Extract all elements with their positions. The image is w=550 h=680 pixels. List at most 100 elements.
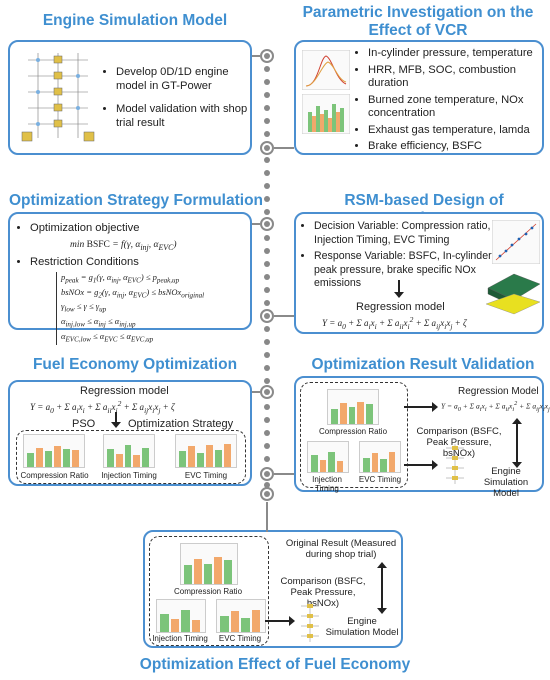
mini-chart-bar	[194, 558, 202, 584]
connector-dot	[264, 274, 270, 280]
rsm-scatter-plot	[492, 220, 540, 264]
connector-dot	[264, 404, 270, 410]
fe-chart-injection	[103, 434, 155, 468]
effect-original-result: Original Result (Measured during shop tr…	[285, 538, 397, 560]
effect-chart-compression	[180, 543, 238, 585]
objective-equation: min BSFC = f(γ, αinj, αEVC)	[70, 240, 177, 252]
effect-label-injection: Injection Timing	[152, 634, 208, 643]
effect-right-arrow	[265, 620, 291, 622]
mini-chart-bar	[45, 451, 52, 467]
validation-panel: Compression Ratio Injection Timing EVC T…	[294, 376, 550, 499]
connector-dot	[264, 378, 270, 384]
mini-chart-bar	[197, 452, 204, 467]
connector-node	[260, 487, 274, 501]
connector-dot	[264, 157, 270, 163]
validation-title: Optimization Result Validation	[311, 356, 535, 373]
val-label-injection: Injection Timing	[312, 475, 342, 493]
connector-dot	[264, 482, 270, 488]
mini-chart-bar	[170, 619, 179, 632]
connector-dot	[264, 66, 270, 72]
connector-dot	[264, 131, 270, 137]
mini-chart-bar	[388, 451, 395, 472]
mini-chart-bar	[319, 460, 326, 472]
effect-engine-model: Engine Simulation Model	[325, 616, 399, 638]
connector-node	[260, 309, 274, 323]
val-label-evc: EVC Timing	[358, 475, 402, 484]
effect-label-evc: EVC Timing	[218, 634, 262, 643]
connector-dot	[264, 456, 270, 462]
val-engine-diagram	[446, 444, 464, 484]
connector-stub	[252, 55, 260, 57]
engine-sim-bullet-2: Model validation with shop trial result	[116, 103, 261, 130]
mini-chart-bar	[214, 556, 222, 584]
val-chart-injection	[307, 441, 349, 473]
connector-dot	[264, 209, 270, 215]
rsm-down-arrow	[398, 280, 400, 294]
opt-strategy-title: Optimization Strategy Formulation	[8, 192, 264, 209]
restriction-equations: ppeak = g1(γ, αinj, αEVC) ≤ ppeak,up bsN…	[56, 272, 204, 346]
connector-stub	[252, 223, 260, 225]
effect-vertical-arrow	[381, 568, 383, 608]
mini-chart-bar	[206, 444, 213, 467]
parametric-bullet-4: Exhaust gas temperature, lamda	[368, 124, 550, 138]
mini-chart-bar	[184, 565, 192, 584]
mini-chart-bar	[181, 609, 190, 632]
connector-dot	[264, 261, 270, 267]
mini-chart-bar	[336, 461, 343, 472]
mini-chart-bar	[160, 613, 169, 632]
objective-label: Optimization objective	[30, 222, 260, 236]
effect-engine-diagram	[301, 602, 319, 642]
effect-panel: Compression Ratio Injection Timing EVC T…	[143, 530, 403, 648]
response-surface-plot	[485, 273, 541, 315]
effect-right-arrow-head	[289, 616, 295, 626]
connector-dot	[264, 417, 270, 423]
mini-chart-bar	[215, 450, 222, 467]
effect-charts-group: Compression Ratio Injection Timing EVC T…	[149, 536, 269, 646]
connector-dot	[264, 170, 270, 176]
val-label-compression: Compression Ratio	[318, 427, 388, 436]
rsm-bullet-1: Decision Variable: Compression ratio, In…	[314, 220, 499, 247]
restriction-label: Restriction Conditions	[30, 256, 260, 270]
rsm-down-arrow-head	[394, 292, 404, 298]
fuel-economy-panel: Regression model Y = a0 + Σ aixi + Σ aii…	[8, 380, 252, 486]
mini-chart-bar	[142, 447, 149, 467]
connector-dot	[264, 339, 270, 345]
val-vertical-arrow-up	[512, 418, 522, 424]
mini-chart-bar	[107, 448, 114, 467]
connector-stub	[274, 473, 294, 475]
val-comparison: Comparison (BSFC, Peak Pressure, bsNOx)	[416, 426, 502, 459]
mini-chart-bar	[241, 617, 250, 632]
fe-strategy-label: Optimization Strategy	[128, 418, 234, 430]
fe-regression-equation: Y = a0 + Σ aixi + Σ aiixi2 + Σ aijxixj +…	[30, 399, 175, 415]
effect-title: Optimization Effect of Fuel Economy	[139, 656, 411, 673]
fe-label-compression: Compression Ratio	[20, 471, 89, 480]
rsm-regression-equation: Y = a0 + Σ aixi + Σ aiixi2 + Σ aijxixj +…	[322, 315, 467, 331]
effect-vertical-arrow-up	[377, 562, 387, 568]
val-right-arrow-1	[404, 406, 434, 408]
connector-dot	[264, 235, 270, 241]
mini-chart-bar	[204, 563, 212, 584]
connector-dot	[264, 430, 270, 436]
connector-dot	[264, 118, 270, 124]
connector-dot	[264, 300, 270, 306]
connector-dot	[264, 248, 270, 254]
connector-dot	[264, 79, 270, 85]
val-regression-equation: Y = a0 + Σ aixi + Σ aiixi2 + Σ aijxixj +…	[441, 400, 550, 413]
mini-chart-bar	[27, 452, 34, 467]
connector-dot	[264, 287, 270, 293]
val-right-arrow-1-head	[432, 402, 438, 412]
fe-charts-group: Compression Ratio Injection Timing EVC T…	[16, 430, 246, 484]
fe-regression-label: Regression model	[80, 385, 169, 397]
mini-chart-bar	[188, 446, 195, 467]
parametric-bullet-3: Burned zone temperature, NOx concentrati…	[368, 94, 550, 121]
rsm-panel: Decision Variable: Compression ratio, In…	[294, 212, 544, 334]
mini-chart-bar	[363, 457, 370, 472]
opt-strategy-panel: Optimization objective min BSFC = f(γ, α…	[8, 212, 252, 346]
mini-chart-bar	[366, 404, 373, 424]
mini-chart-bar	[124, 444, 132, 467]
fe-down-arrow	[115, 412, 117, 424]
connector-dot	[264, 105, 270, 111]
connector-node	[260, 467, 274, 481]
fe-label-injection: Injection Timing	[101, 471, 157, 480]
val-vertical-arrow-down	[512, 462, 522, 468]
